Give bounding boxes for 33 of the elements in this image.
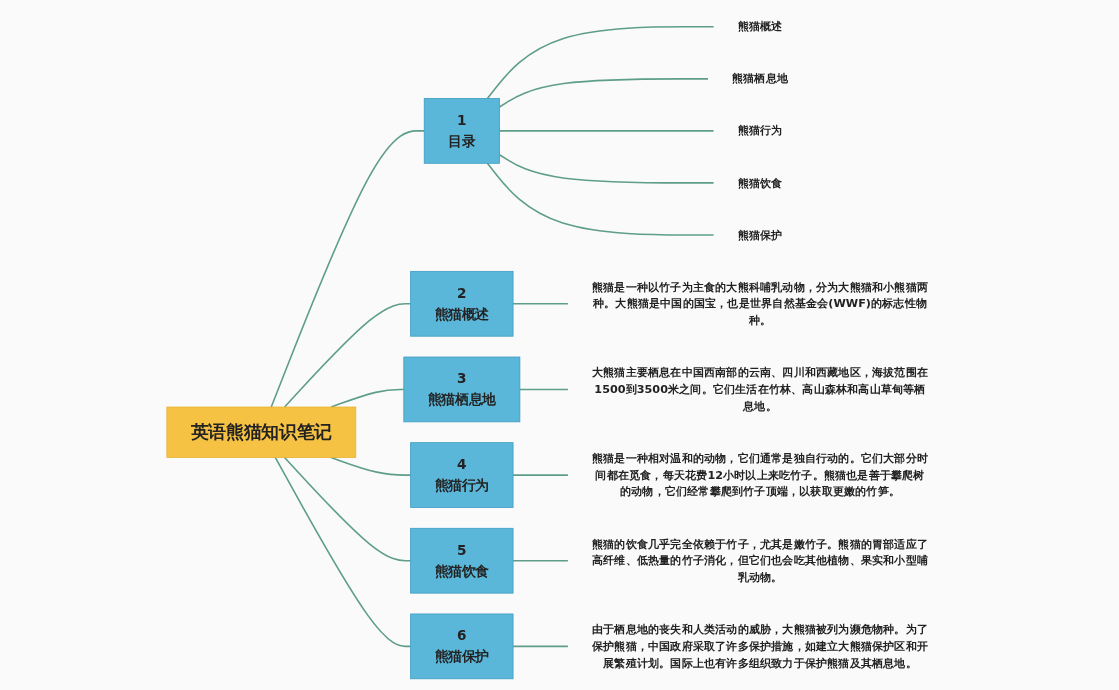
node-text: 熊猫是一种相对温和的动物，它们通常是独自行动的。它们大部分时间都在觅食，每天花费12小时以上来吃竹子。熊猫也是善于攀爬树的动物，它们经常攀爬到竹子顶端，以获取更嫩的竹笋。 xyxy=(591,451,929,498)
node-box: 3 熊猫栖息地 xyxy=(403,356,521,423)
connector xyxy=(498,130,715,132)
connector xyxy=(270,130,426,408)
connector xyxy=(274,456,412,648)
node-box: 6 熊猫保护 xyxy=(410,613,514,680)
connector xyxy=(519,388,569,391)
connector xyxy=(498,78,709,108)
node-text: 熊猫行为 xyxy=(737,124,783,137)
node-text: 熊猫饮食 xyxy=(737,176,783,189)
node-box: 1 目录 xyxy=(423,98,500,164)
connector xyxy=(512,559,569,562)
connector xyxy=(486,26,715,100)
connector xyxy=(283,456,412,562)
connector xyxy=(486,162,715,236)
connector xyxy=(498,153,715,184)
node-box: 4 熊猫行为 xyxy=(410,442,514,508)
node-text: 熊猫保护 xyxy=(737,228,783,241)
node-text: 大熊猫主要栖息在中国西南部的云南、四川和西藏地区，海拔范围在1500到3500米之间。它们生活在竹林、高山森林和高山草甸等栖息地。 xyxy=(591,365,929,413)
connector xyxy=(512,645,569,648)
node-text: 熊猫概述 xyxy=(737,20,783,33)
node-box: 2 熊猫概述 xyxy=(410,270,514,337)
connector xyxy=(330,388,405,408)
connector xyxy=(283,302,412,408)
node-text: 由于栖息地的丧失和人类活动的威胁，大熊猫被列为濒危物种。为了保护熊猫，中国政府采取了许多保护措施，如建立大熊猫保护区和开展繁殖计划。国际上也有许多组织致力于保护熊猫及其栖息地。 xyxy=(591,622,929,670)
node-text: 熊猫栖息地 xyxy=(732,72,789,85)
connector xyxy=(330,456,412,476)
connector xyxy=(512,474,569,476)
node-box: 英语熊猫知识笔记 xyxy=(166,406,357,458)
node-box: 5 熊猫饮食 xyxy=(410,527,514,594)
node-text: 熊猫的饮食几乎完全依赖于竹子，尤其是嫩竹子。熊猫的胃部适应了高纤维、低热量的竹子消化，但它们也会吃其他植物、果实和小型哺乳动物。 xyxy=(591,537,929,584)
connector xyxy=(512,302,569,305)
node-text: 熊猫是一种以竹子为主食的大熊科哺乳动物，分为大熊猫和小熊猫两种。大熊猫是中国的国宝，也是世界自然基金会(WWF)的标志性物种。 xyxy=(591,280,929,327)
